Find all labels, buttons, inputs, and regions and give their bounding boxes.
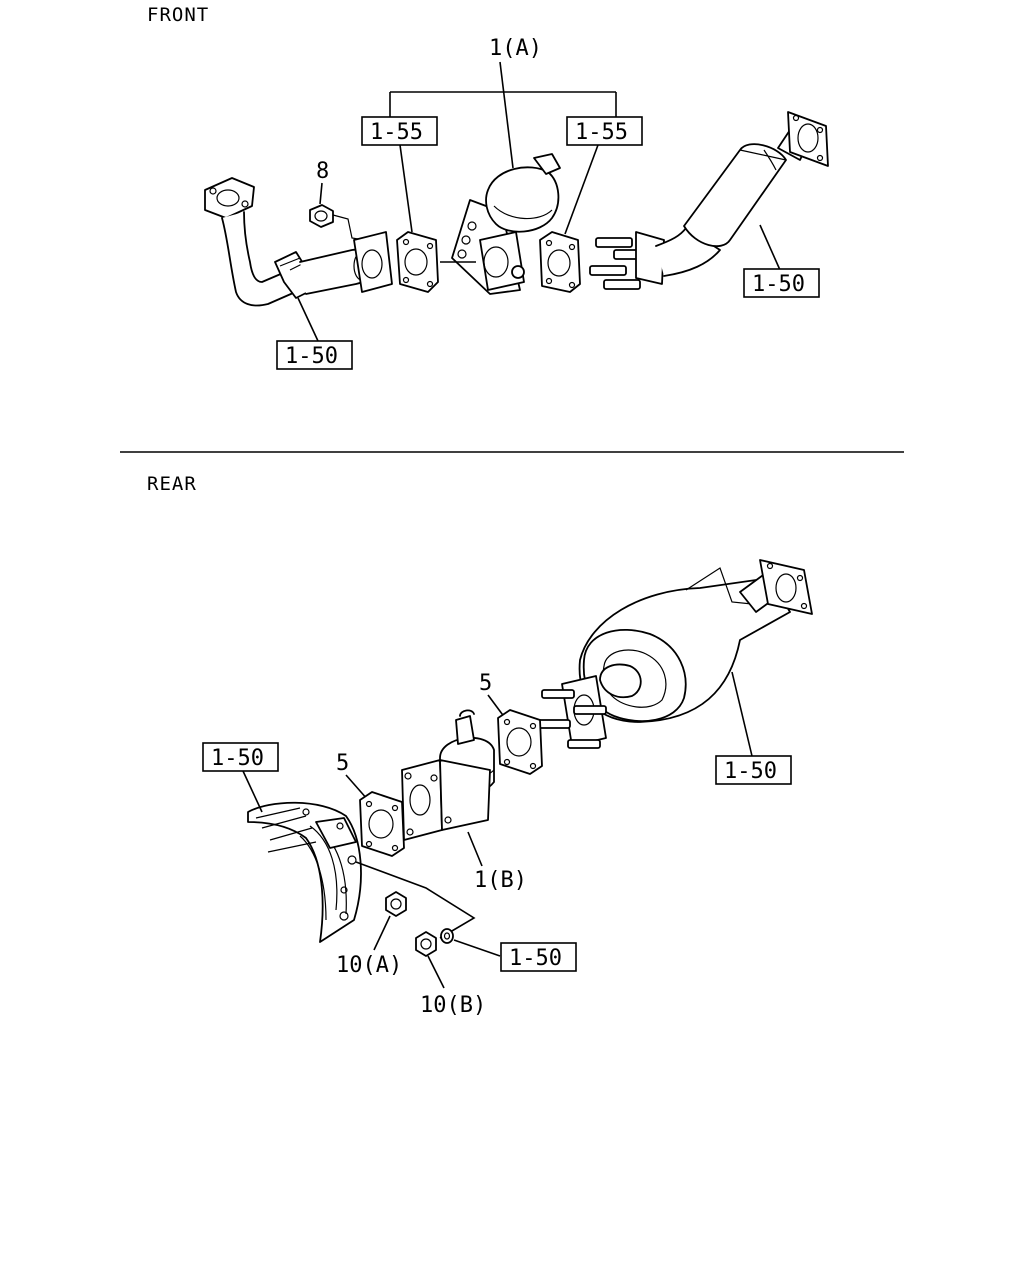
callout-gasket-5-right: 5 — [479, 671, 492, 696]
exhaust-brake-valve-1b — [401, 709, 495, 841]
svg-text:1-55: 1-55 — [370, 120, 423, 145]
svg-text:1-50: 1-50 — [211, 746, 264, 771]
ref-box-converter-1-50: 1-50 — [715, 755, 792, 785]
svg-text:1-50: 1-50 — [724, 759, 777, 784]
ref-box-rear-pipe-1-50: 1-50 — [276, 340, 353, 370]
callout-10b: 10(B) — [420, 993, 486, 1018]
ref-box-front-right-1-55: 1-55 — [566, 116, 643, 146]
svg-text:1-50: 1-50 — [752, 272, 805, 297]
exhaust-brake-valve-1a — [451, 153, 561, 295]
callout-gasket-5-left: 5 — [336, 751, 349, 776]
washer-icon — [440, 928, 454, 944]
svg-text:1-55: 1-55 — [575, 120, 628, 145]
ref-box-front-left-1-55: 1-55 — [361, 116, 438, 146]
rear-gasket-right — [497, 709, 543, 775]
front-exhaust-pipe-right — [635, 111, 829, 285]
ref-box-front-pipe-1-50: 1-50 — [743, 268, 820, 298]
callout-1b: 1(B) — [474, 868, 527, 893]
ref-box-manifold-1-50: 1-50 — [202, 742, 279, 772]
callout-1a: 1(A) — [489, 36, 542, 61]
nut-10a-icon — [385, 891, 407, 917]
svg-text:1-50: 1-50 — [509, 946, 562, 971]
rear-exhaust-manifold — [247, 801, 362, 943]
front-gasket-left — [396, 231, 439, 293]
rear-converter-flange — [537, 675, 607, 749]
front-pipe-flange — [353, 231, 393, 293]
front-exhaust-pipe-left — [204, 177, 372, 307]
rear-gasket-left — [359, 791, 405, 857]
rear-section-label: REAR — [147, 473, 197, 495]
callout-10a: 10(A) — [336, 953, 402, 978]
nut-leader-bracket — [355, 861, 476, 939]
ref-box-stud-1-50: 1-50 — [500, 942, 577, 972]
front-section-label: FRONT — [147, 4, 209, 26]
callout-8: 8 — [316, 159, 329, 184]
front-gasket-right — [539, 231, 581, 293]
svg-text:1-50: 1-50 — [285, 344, 338, 369]
nut-10b-icon — [415, 931, 437, 957]
rear-converter — [578, 559, 813, 723]
nut-8-icon — [309, 204, 365, 241]
part-1a-leader-bracket — [389, 61, 617, 169]
